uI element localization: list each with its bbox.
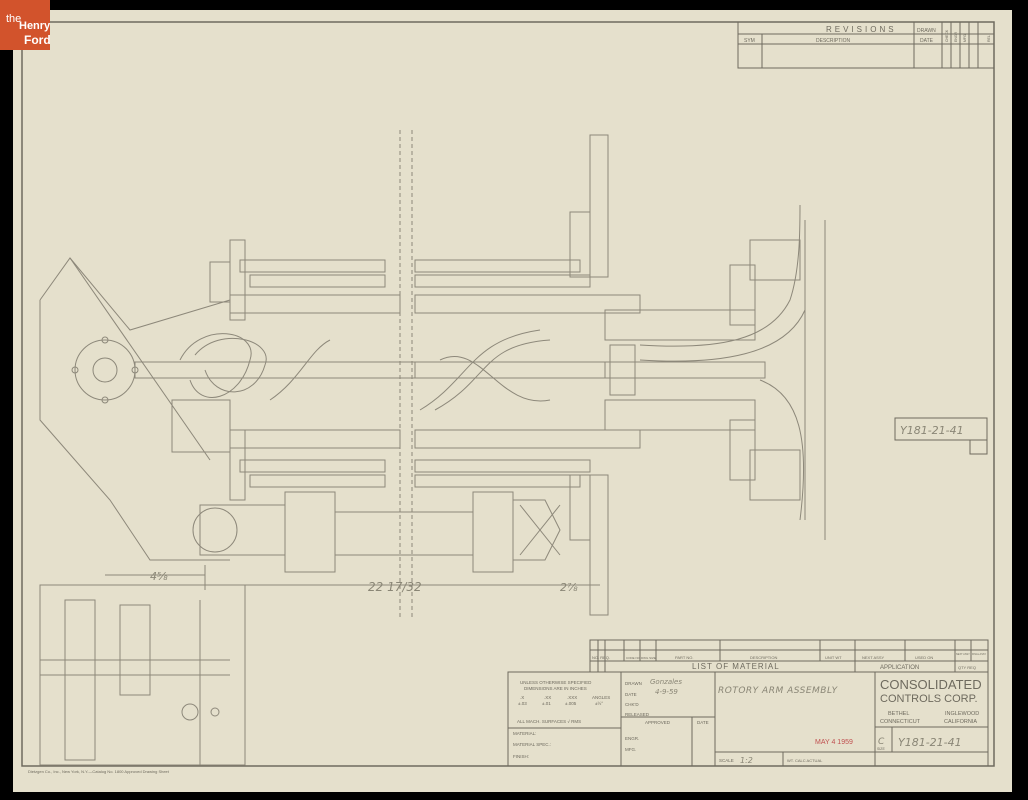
lom-header-description: DESCRIPTION (750, 655, 777, 660)
tol-val-xx: ±.01 (542, 701, 551, 706)
approved-date-label: DATE (697, 720, 709, 725)
size-value: C (878, 737, 885, 747)
tol-col-x: .X (520, 695, 524, 700)
revisions-description: DESCRIPTION (816, 38, 851, 44)
tol-col-xx: .XX (544, 695, 551, 700)
revisions-col-check: CHECK (945, 29, 949, 42)
finish-label: FINISH: (513, 754, 529, 759)
drawn-value: Gonzales (650, 678, 682, 686)
weight-label: WT. CALC ACTUAL (787, 758, 823, 763)
sheet-footer: Dietzgen Co., Inc., New York, N.Y.—Catal… (28, 769, 170, 774)
revisions-title: REVISIONS (826, 25, 897, 34)
revisions-block (737, 21, 995, 69)
location-california: CALIFORNIA (944, 719, 977, 725)
lom-title: LIST OF MATERIAL (692, 662, 780, 671)
drawing-number: Y181-21-41 (898, 736, 962, 749)
title-block (507, 671, 989, 767)
revisions-col-engr: ENGR (954, 31, 958, 42)
location-bethel: BETHEL (888, 711, 909, 717)
revisions-drawn: DRAWN (917, 28, 936, 34)
logo-text-the: the (6, 13, 22, 25)
dim-right: 2⅞ (560, 581, 578, 594)
henry-ford-logo: the Henry Ford (0, 0, 51, 50)
chkd-label: CHK'D (625, 702, 639, 707)
mfg-label: MFG. (625, 747, 636, 752)
revisions-col-rel: REL (987, 35, 991, 42)
approved-label: APPROVED (645, 720, 671, 725)
location-inglewood: INGLEWOOD (945, 711, 979, 717)
engr-label: ENGR. (625, 736, 639, 741)
side-tag-box (894, 417, 988, 441)
tol-line2: DIMENSIONS ARE IN INCHES (524, 686, 587, 691)
lom-header-part-no: PART NO. (675, 655, 693, 660)
tol-val-xxx: ±.005 (565, 701, 577, 706)
scale-value: 1:2 (740, 756, 753, 765)
drawn-label: DRAWN (625, 681, 642, 686)
lom-header-next-assy: NEXT ASSY (862, 655, 884, 660)
tol-val-x: ±.03 (518, 701, 527, 706)
side-tag-number: Y181-21-41 (900, 424, 964, 437)
tol-val-angles: ±½° (595, 700, 603, 706)
logo-text-henry: Henry (19, 20, 51, 32)
lom-application: APPLICATION (880, 665, 919, 671)
lom-header-next-assy-2: NEXT ASSY (956, 653, 970, 656)
rotary-arm-assembly-drawing (39, 130, 826, 766)
lom-header-dwg-size: DWG SIZE (641, 656, 656, 660)
date-label: DATE (625, 692, 637, 697)
tol-col-angles: ANGLES (592, 695, 610, 700)
company-name-line1: CONSOLIDATED (880, 677, 982, 692)
tol-line1: UNLESS OTHERWISE SPECIFIED (520, 680, 592, 685)
tol-col-xxx: .XXX (567, 695, 577, 700)
lom-qty-req: QTY REQ (958, 665, 976, 670)
logo-text-ford: Ford (24, 33, 51, 47)
scale-label: SCALE (719, 758, 734, 763)
lom-header-code-no: CODE NO. (626, 656, 641, 660)
paper (13, 10, 1012, 792)
date-value: 4-9-59 (655, 688, 678, 696)
revisions-date: DATE (920, 38, 934, 44)
size-label: SIZE (877, 747, 885, 751)
lom-header-final-assy: FINAL ASSY (972, 653, 987, 656)
revisions-sym: SYM (744, 38, 755, 44)
dim-left: 4⅝ (150, 570, 168, 583)
material-label: MATERIAL: (513, 731, 536, 736)
lom-header-used-on: USED ON (915, 655, 933, 660)
material-spec-label: MATERIAL SPEC.: (513, 742, 551, 747)
tol-surfaces: ALL MACH. SURFACES √ RMS (517, 719, 581, 724)
released-label: RELEASED (625, 712, 650, 717)
received-stamp: MAY 4 1959 (815, 739, 853, 746)
location-connecticut: CONNECTICUT (880, 719, 921, 725)
lom-header-unit-wt: UNIT WT (825, 655, 842, 660)
dim-center: 22 17/32 (368, 580, 422, 594)
lom-header-no-req: NO. REQ. (592, 655, 610, 660)
revisions-col-mfg: MFG (963, 34, 967, 42)
drawing-title: ROTORY ARM ASSEMBLY (718, 686, 839, 696)
company-name-line2: CONTROLS CORP. (880, 693, 978, 705)
